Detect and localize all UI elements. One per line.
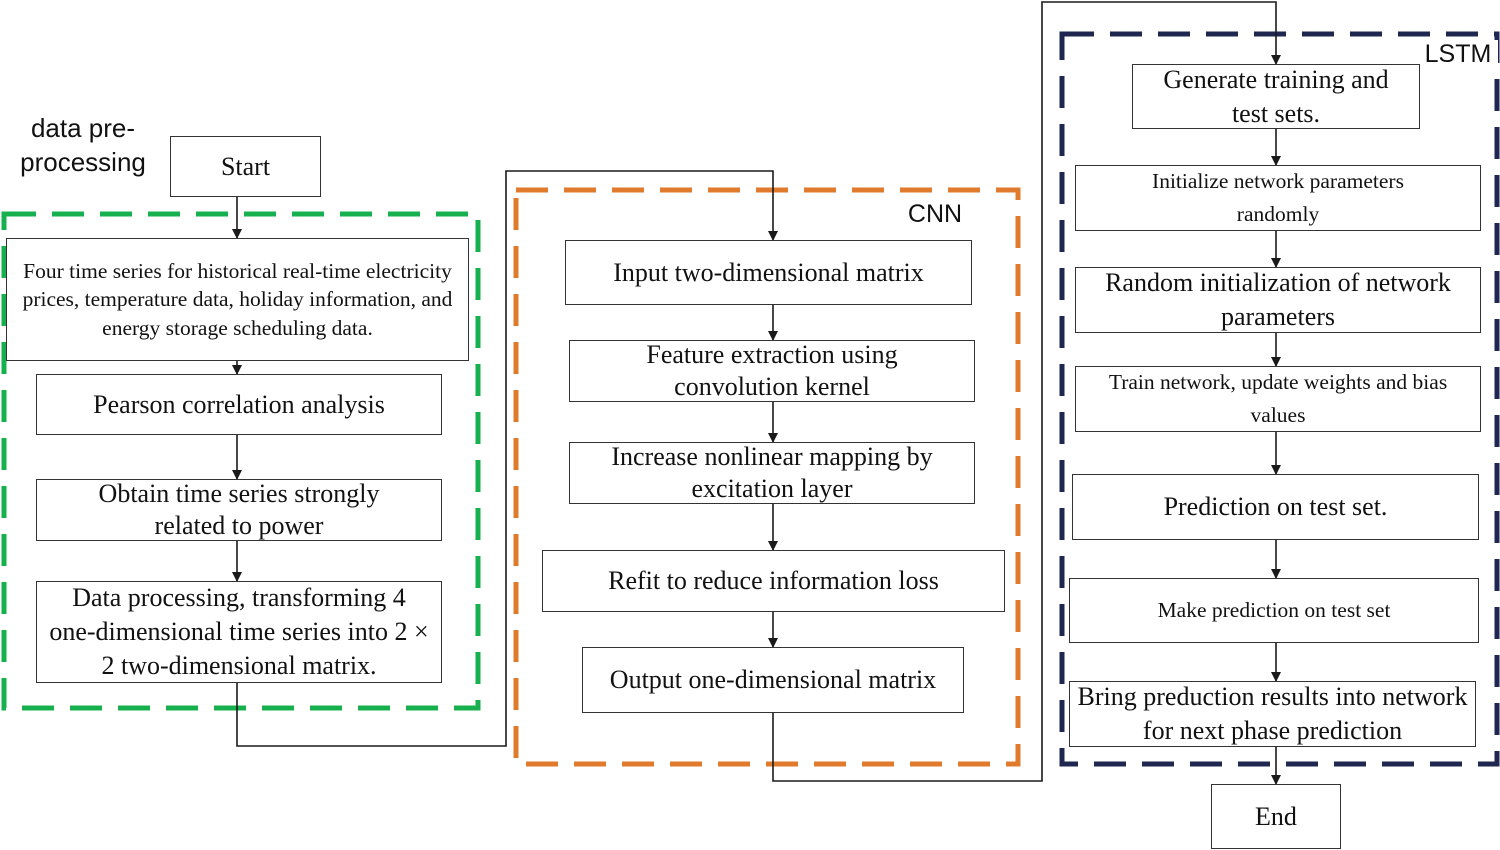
node-four-time-series-text: Four time series for historical real-tim…: [22, 258, 453, 340]
node-bring-results: Bring preduction results into network fo…: [1069, 681, 1476, 747]
node-start-text: Start: [220, 151, 271, 181]
node-random-init: Random initialization of network paramet…: [1075, 267, 1481, 333]
node-output-matrix-text: Output one-dimensional matrix: [609, 665, 937, 695]
connectors: [232, 1, 1281, 785]
preprocessing-section-label: data pre- processing: [20, 113, 146, 177]
node-end-text: End: [1255, 801, 1297, 831]
node-data-processing-text: Data processing, transforming 4 one-dime…: [49, 582, 429, 681]
node-init-params: Initialize network parameters randomly: [1075, 165, 1481, 231]
node-train-network: Train network, update weights and bias v…: [1075, 366, 1481, 432]
node-four-time-series: Four time series for historical real-tim…: [6, 238, 469, 361]
connector-cnn-to-lstm: [772, 1, 1281, 782]
node-data-processing: Data processing, transforming 4 one-dime…: [36, 581, 442, 683]
lstm-section-frame: [1059, 31, 1500, 767]
node-obtain-time-series-text: Obtain time series strongly related to p…: [98, 478, 380, 541]
node-start: Start: [170, 136, 321, 197]
node-prediction-test-text: Prediction on test set.: [1163, 492, 1388, 522]
connector-preprocessing-to-cnn: [236, 170, 778, 747]
node-make-prediction-text: Make prediction on test set: [1157, 597, 1391, 622]
preprocessing-section-frame: [1, 211, 481, 711]
cnn-section-label: CNN: [907, 200, 963, 228]
node-input-matrix-text: Input two-dimensional matrix: [613, 257, 924, 287]
node-refit: Refit to reduce information loss: [542, 550, 1005, 612]
node-train-network-text: Train network, update weights and bias v…: [1108, 369, 1448, 427]
node-pearson-correlation: Pearson correlation analysis: [36, 374, 442, 435]
cnn-section-frame: [513, 187, 1021, 767]
node-bring-results-text: Bring preduction results into network fo…: [1077, 682, 1468, 745]
node-init-params-text: Initialize network parameters randomly: [1152, 168, 1404, 226]
node-feature-extraction-text: Feature extraction using convolution ker…: [646, 339, 898, 402]
node-generate-sets: Generate training and test sets.: [1132, 64, 1420, 129]
node-random-init-text: Random initialization of network paramet…: [1105, 268, 1451, 331]
node-prediction-test: Prediction on test set.: [1072, 474, 1479, 540]
node-obtain-time-series: Obtain time series strongly related to p…: [36, 479, 442, 541]
node-input-matrix: Input two-dimensional matrix: [565, 240, 972, 305]
lstm-section-label: LSTM: [1418, 40, 1498, 69]
node-pearson-correlation-text: Pearson correlation analysis: [93, 389, 385, 419]
node-nonlinear-mapping: Increase nonlinear mapping by excitation…: [569, 442, 975, 504]
node-feature-extraction: Feature extraction using convolution ker…: [569, 340, 975, 402]
node-nonlinear-mapping-text: Increase nonlinear mapping by excitation…: [611, 441, 933, 504]
node-generate-sets-text: Generate training and test sets.: [1163, 64, 1389, 128]
node-output-matrix: Output one-dimensional matrix: [582, 647, 964, 713]
node-refit-text: Refit to reduce information loss: [608, 566, 939, 596]
node-end: End: [1211, 784, 1341, 849]
node-make-prediction: Make prediction on test set: [1069, 578, 1479, 643]
